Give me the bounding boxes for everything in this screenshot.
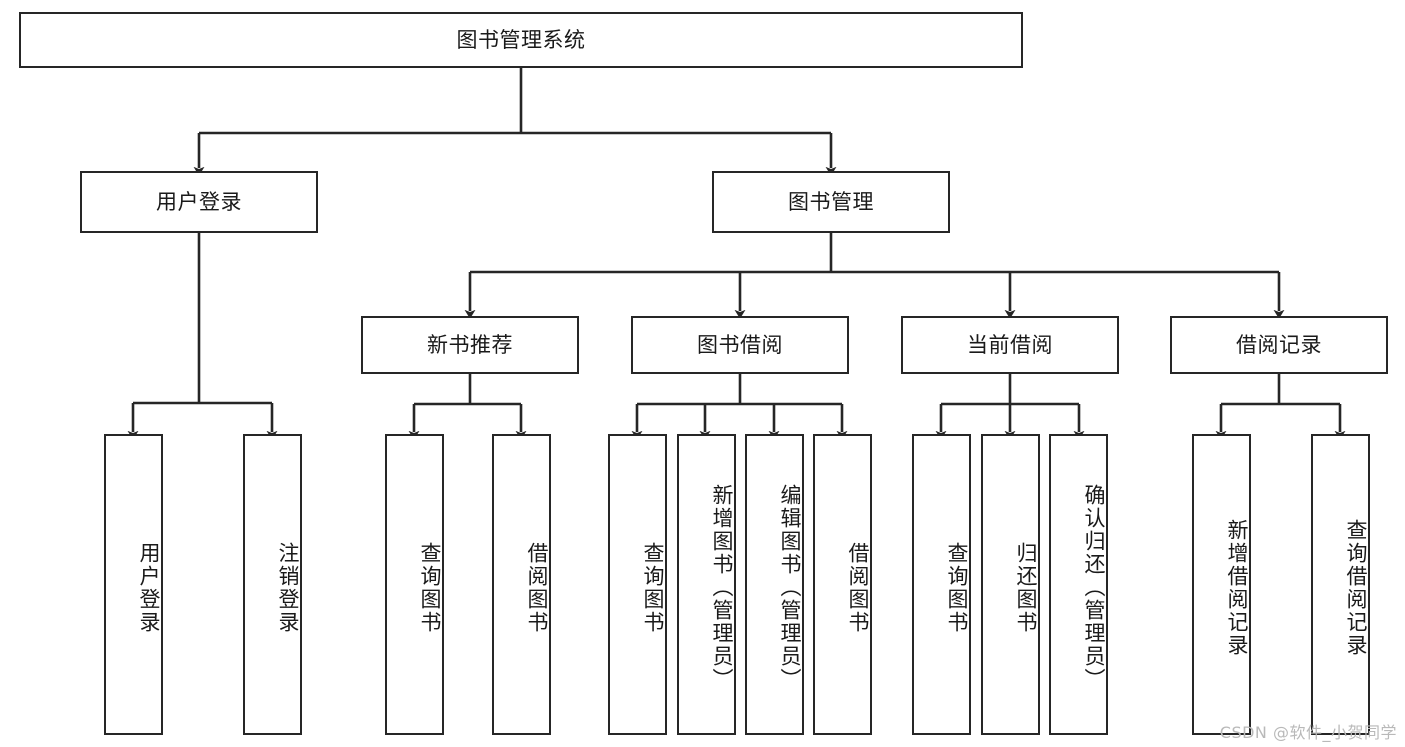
leaf-borrow-book[interactable]: 借阅图书: [813, 434, 872, 735]
node-new-book-recommend-label: 新书推荐: [427, 332, 513, 357]
leaf-add-book-admin[interactable]: 新增图书（管理员）: [677, 434, 736, 735]
node-borrow-record-label: 借阅记录: [1236, 332, 1322, 357]
leaf-user-login[interactable]: 用户登录: [104, 434, 163, 735]
leaf-borrow-book-recommend-label: 借阅图书: [525, 541, 549, 634]
node-user-login-label: 用户登录: [156, 189, 242, 214]
leaf-add-borrow-record-label: 新增借阅记录: [1225, 518, 1249, 657]
node-borrow-record[interactable]: 借阅记录: [1170, 316, 1388, 374]
node-user-login[interactable]: 用户登录: [80, 171, 318, 233]
leaf-user-login-label: 用户登录: [137, 541, 161, 634]
leaf-add-book-admin-label: 新增图书（管理员）: [710, 484, 734, 691]
leaf-query-book-recommend[interactable]: 查询图书: [385, 434, 444, 735]
leaf-confirm-return-admin-label: 确认归还（管理员）: [1082, 484, 1106, 691]
leaf-confirm-return-admin[interactable]: 确认归还（管理员）: [1049, 434, 1108, 735]
leaf-query-borrow-record[interactable]: 查询借阅记录: [1311, 434, 1370, 735]
csdn-watermark: CSDN @软件_小贺同学: [1219, 723, 1397, 742]
leaf-logout-label: 注销登录: [276, 541, 300, 634]
leaf-query-borrow-record-label: 查询借阅记录: [1344, 518, 1368, 657]
node-root-label: 图书管理系统: [456, 27, 586, 52]
leaf-query-book-borrow-label: 查询图书: [641, 541, 665, 634]
node-book-management[interactable]: 图书管理: [712, 171, 950, 233]
node-current-borrow-label: 当前借阅: [967, 332, 1053, 357]
node-book-management-label: 图书管理: [788, 189, 874, 214]
node-book-borrow-label: 图书借阅: [697, 332, 783, 357]
leaf-edit-book-admin[interactable]: 编辑图书（管理员）: [745, 434, 804, 735]
leaf-return-book[interactable]: 归还图书: [981, 434, 1040, 735]
leaf-query-book-current-label: 查询图书: [945, 541, 969, 634]
node-book-borrow[interactable]: 图书借阅: [631, 316, 849, 374]
leaf-add-borrow-record[interactable]: 新增借阅记录: [1192, 434, 1251, 735]
leaf-edit-book-admin-label: 编辑图书（管理员）: [778, 484, 802, 691]
leaf-borrow-book-recommend[interactable]: 借阅图书: [492, 434, 551, 735]
leaf-logout[interactable]: 注销登录: [243, 434, 302, 735]
leaf-borrow-book-label: 借阅图书: [846, 541, 870, 634]
node-new-book-recommend[interactable]: 新书推荐: [361, 316, 579, 374]
leaf-query-book-current[interactable]: 查询图书: [912, 434, 971, 735]
leaf-query-book-recommend-label: 查询图书: [418, 541, 442, 634]
node-root[interactable]: 图书管理系统: [19, 12, 1023, 68]
leaf-query-book-borrow[interactable]: 查询图书: [608, 434, 667, 735]
leaf-return-book-label: 归还图书: [1014, 541, 1038, 634]
node-current-borrow[interactable]: 当前借阅: [901, 316, 1119, 374]
